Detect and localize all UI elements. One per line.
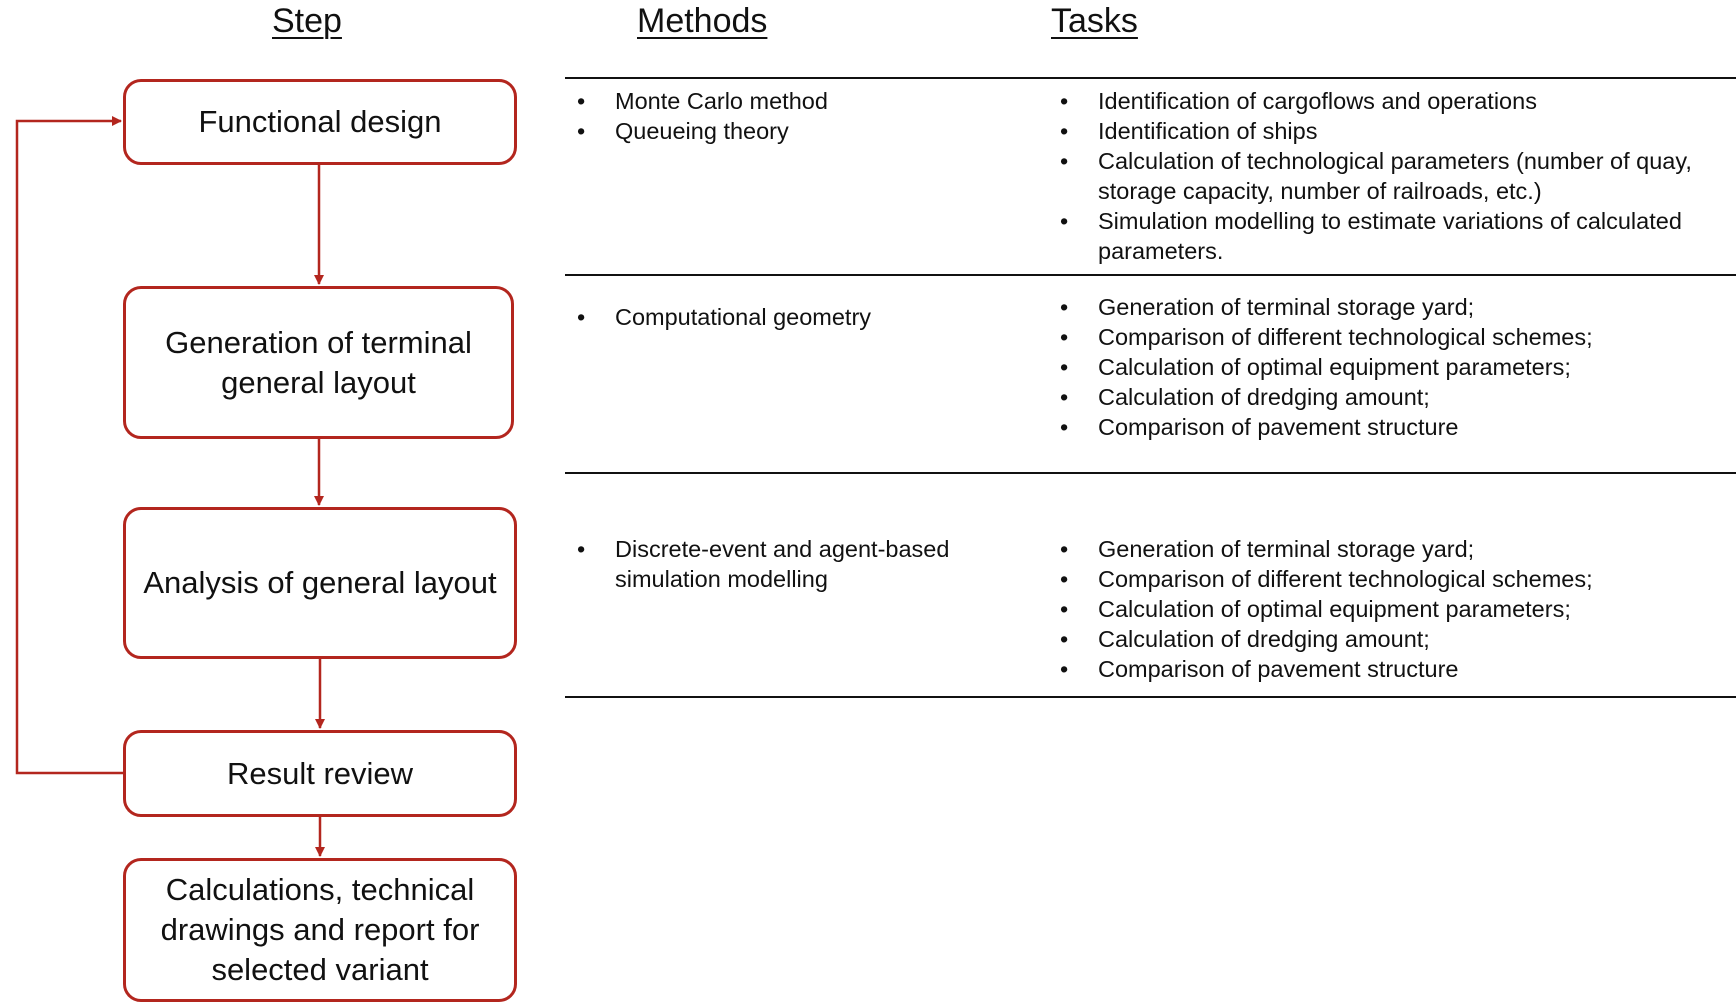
step-box-calculations-report: Calculations, technical drawings and rep… bbox=[123, 858, 517, 1002]
task-item: Calculation of dredging amount; bbox=[1048, 382, 1736, 412]
methods-header: Methods bbox=[637, 2, 768, 40]
task-item: Identification of cargoflows and operati… bbox=[1048, 86, 1736, 116]
task-item: Calculation of optimal equipment paramet… bbox=[1048, 594, 1736, 624]
method-item: Monte Carlo method bbox=[565, 86, 1005, 116]
task-item: Comparison of different technological sc… bbox=[1048, 322, 1736, 352]
task-item: Generation of terminal storage yard; bbox=[1048, 534, 1736, 564]
tasks-header: Tasks bbox=[1051, 2, 1138, 40]
task-item: Comparison of pavement structure bbox=[1048, 412, 1736, 442]
task-item: Identification of ships bbox=[1048, 116, 1736, 146]
method-item: Queueing theory bbox=[565, 116, 1005, 146]
table-rule-top bbox=[565, 77, 1736, 79]
tasks-list-row-2: Generation of terminal storage yard; Com… bbox=[1048, 292, 1736, 442]
method-item: Computational geometry bbox=[565, 302, 1005, 332]
step-box-generation-layout: Generation of terminal general layout bbox=[123, 286, 514, 439]
feedback-loop-arrow bbox=[15, 116, 123, 775]
step-box-analysis-layout: Analysis of general layout bbox=[123, 507, 517, 659]
task-item: Calculation of optimal equipment paramet… bbox=[1048, 352, 1736, 382]
table-rule-1 bbox=[565, 274, 1736, 276]
methods-list-row-3: Discrete-event and agent-based simulatio… bbox=[565, 534, 995, 594]
table-rule-bottom bbox=[565, 696, 1736, 698]
task-item: Generation of terminal storage yard; bbox=[1048, 292, 1736, 322]
methods-list-row-1: Monte Carlo method Queueing theory bbox=[565, 86, 1005, 146]
tasks-list-row-1: Identification of cargoflows and operati… bbox=[1048, 86, 1736, 266]
methods-list-row-2: Computational geometry bbox=[565, 302, 1005, 332]
task-item: Comparison of pavement structure bbox=[1048, 654, 1736, 684]
step-header: Step bbox=[272, 2, 342, 40]
task-item: Calculation of dredging amount; bbox=[1048, 624, 1736, 654]
task-item: Calculation of technological parameters … bbox=[1048, 146, 1736, 206]
tasks-list-row-3: Generation of terminal storage yard; Com… bbox=[1048, 534, 1736, 684]
table-rule-2 bbox=[565, 472, 1736, 474]
task-item: Comparison of different technological sc… bbox=[1048, 564, 1736, 594]
step-box-functional-design: Functional design bbox=[123, 79, 517, 165]
method-item: Discrete-event and agent-based simulatio… bbox=[565, 534, 995, 594]
step-box-result-review: Result review bbox=[123, 730, 517, 817]
task-item: Simulation modelling to estimate variati… bbox=[1048, 206, 1736, 266]
